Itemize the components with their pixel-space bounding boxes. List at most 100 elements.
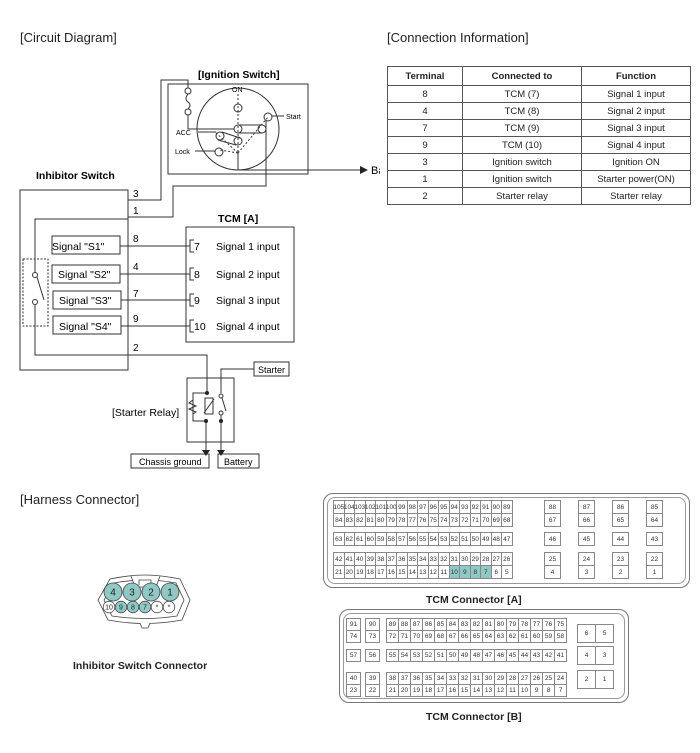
connector-pin: 4 xyxy=(545,566,561,579)
connector-pin: 99 xyxy=(397,501,408,514)
connector-pin: 57 xyxy=(397,533,408,546)
connector-pin: 71 xyxy=(470,514,481,527)
connector-pin: 60 xyxy=(365,533,376,546)
connector-pin xyxy=(141,582,161,602)
connector-pin: 12 xyxy=(428,566,439,579)
connector-pin: 14 xyxy=(471,685,483,697)
connector-pin: 68 xyxy=(502,514,513,527)
tcm-pin-8: 8 xyxy=(194,269,200,281)
connector-pin: 82 xyxy=(471,619,483,631)
cell-terminal: 8 xyxy=(387,85,463,103)
connector-pin: 17 xyxy=(376,566,387,579)
connector-pin: 44 xyxy=(613,533,629,546)
connector-pin: 25 xyxy=(543,673,555,685)
connector-pin: 39 xyxy=(365,553,376,566)
connector-pin: 27 xyxy=(519,673,531,685)
connector-pin: 64 xyxy=(483,631,495,643)
connector-pin: 28 xyxy=(481,553,492,566)
connector-pin: 81 xyxy=(365,514,376,527)
signal-s1-label: Signal "S1" xyxy=(52,241,105,253)
tcm-a-caption: TCM Connector [A] xyxy=(426,594,522,606)
starter-label: Starter xyxy=(258,365,285,375)
connector-pin: 36 xyxy=(411,673,423,685)
connector-pin: 33 xyxy=(428,553,439,566)
connector-pin: 22 xyxy=(647,553,663,566)
connector-pin: 46 xyxy=(495,650,507,662)
cell-function: Signal 1 input xyxy=(581,85,691,103)
connector-pin: 1 xyxy=(596,671,614,689)
connector-pin: 90 xyxy=(491,501,502,514)
connector-pin: 38 xyxy=(376,553,387,566)
connector-pin: 8 xyxy=(470,566,481,579)
inhibitor-connector-caption: Inhibitor Switch Connector xyxy=(73,660,208,672)
tcm-a-box xyxy=(185,226,295,343)
connector-pin: 74 xyxy=(347,631,361,643)
tcm-pin-7: 7 xyxy=(194,241,200,253)
connector-pin xyxy=(102,600,116,614)
tcm-a-title: TCM [A] xyxy=(218,213,258,225)
connector-pin: 33 xyxy=(447,673,459,685)
connector-pin: 59 xyxy=(376,533,387,546)
cell-terminal: 1 xyxy=(387,170,463,188)
inhibitor-switch-title: Inhibitor Switch xyxy=(36,170,115,182)
cell-terminal: 2 xyxy=(387,187,463,205)
wire-8-label: 8 xyxy=(133,234,139,245)
connector-pin: 16 xyxy=(386,566,397,579)
cell-terminal: 4 xyxy=(387,102,463,120)
connector-pin: 68 xyxy=(435,631,447,643)
connector-pin: 63 xyxy=(334,533,345,546)
connector-pin-label: 2 xyxy=(148,588,154,599)
connector-pin: 70 xyxy=(411,631,423,643)
connector-pin: 75 xyxy=(555,619,567,631)
connector-pin: 32 xyxy=(459,673,471,685)
connector-pin: 6 xyxy=(491,566,502,579)
connector-pin: 85 xyxy=(435,619,447,631)
connector-pin: 7 xyxy=(481,566,492,579)
connector-pin: 78 xyxy=(519,619,531,631)
connector-pin: 65 xyxy=(613,514,629,527)
connector-pin: 78 xyxy=(397,514,408,527)
connector-pin: 91 xyxy=(481,501,492,514)
connector-pin: 74 xyxy=(439,514,450,527)
connector-pin: 88 xyxy=(399,619,411,631)
connector-pin-label: 1 xyxy=(167,588,173,599)
connector-pin: 4 xyxy=(578,647,596,665)
connector-pin: 6 xyxy=(578,625,596,643)
connector-pin: 31 xyxy=(471,673,483,685)
cell-connected-to: TCM (9) xyxy=(462,119,582,137)
cell-terminal: 3 xyxy=(387,153,463,171)
connector-pin: 87 xyxy=(579,501,595,514)
connector-pin xyxy=(162,600,176,614)
connector-pin: 97 xyxy=(418,501,429,514)
wire-9-label: 9 xyxy=(133,314,139,325)
cell-connected-to: Starter relay xyxy=(462,187,582,205)
connector-pin: 85 xyxy=(647,501,663,514)
connector-pin: 89 xyxy=(502,501,513,514)
connector-pin: 65 xyxy=(471,631,483,643)
table-header-row: Terminal Connected to Function xyxy=(387,66,691,86)
connector-pin: 104 xyxy=(344,501,355,514)
connector-pin: 91 xyxy=(347,619,361,631)
cell-connected-to: Ignition switch xyxy=(462,153,582,171)
connector-pin: 52 xyxy=(423,650,435,662)
connector-pin: 13 xyxy=(418,566,429,579)
pin-block: 44 xyxy=(612,532,629,546)
connector-pin: 13 xyxy=(483,685,495,697)
connector-pin: 2 xyxy=(613,566,629,579)
connector-pin: 47 xyxy=(483,650,495,662)
connector-pin: 55 xyxy=(387,650,399,662)
connector-pin: 20 xyxy=(344,566,355,579)
connector-pin: 87 xyxy=(411,619,423,631)
connector-pin: 61 xyxy=(355,533,366,546)
connector-pin: 49 xyxy=(481,533,492,546)
connector-pin: 54 xyxy=(428,533,439,546)
connector-pin xyxy=(103,582,123,602)
